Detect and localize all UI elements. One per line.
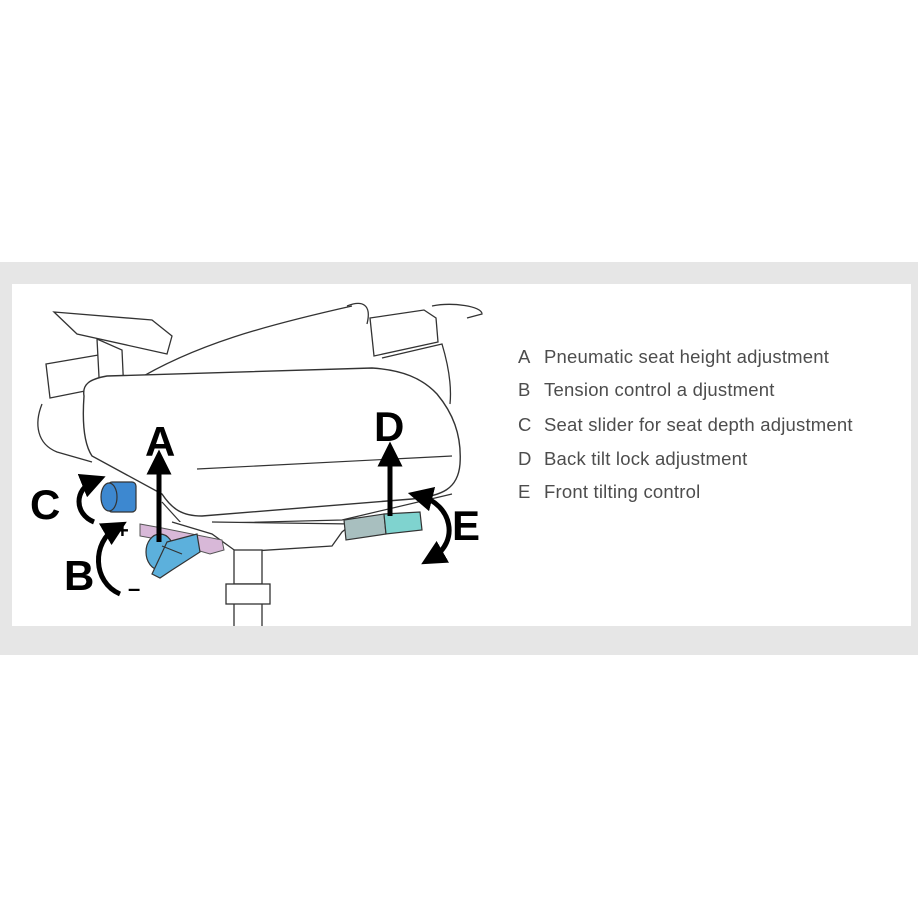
backrest-outline [126, 305, 353, 387]
callout-e: E [452, 502, 480, 549]
legend-key: D [518, 448, 532, 469]
legend-text: Front tilting control [544, 481, 701, 502]
c-knob [100, 481, 137, 513]
gas-cylinder [225, 549, 271, 626]
legend-item-d: D Back tilt lock adjustment [518, 448, 747, 470]
diagram-card: A D C B + – E A Pneumatic seat height adj… [12, 284, 911, 626]
backrest-right [431, 303, 483, 319]
seat-seam [196, 455, 453, 470]
e-rotation-arrow [407, 486, 452, 565]
b-knob [145, 533, 201, 579]
legend-key: C [518, 414, 532, 435]
legend-text: Pneumatic seat height adjustment [544, 346, 830, 367]
callout-a: A [145, 418, 175, 465]
backrest-top [346, 302, 369, 325]
legend-item-e: E Front tilting control [518, 481, 700, 503]
legend-item-a: A Pneumatic seat height adjustment [518, 346, 829, 368]
b-plus-sign: + [116, 518, 129, 543]
seat-base [161, 493, 453, 525]
right-armrest [369, 309, 452, 405]
c-rotation-arrow [76, 474, 106, 525]
b-rotation-arrow [96, 521, 127, 597]
legend-text: Tension control a djustment [544, 379, 775, 400]
legend-text: Back tilt lock adjustment [544, 448, 748, 469]
legend-key: E [518, 481, 531, 502]
callout-b: B [64, 552, 94, 599]
legend-item-c: C Seat slider for seat depth adjustment [518, 414, 853, 436]
legend-text: Seat slider for seat depth adjustment [544, 414, 853, 435]
legend-key: B [518, 379, 531, 400]
chair-diagram: A D C B + – E [30, 302, 483, 626]
b-minus-sign: – [128, 576, 140, 601]
seat-cushion [82, 367, 461, 517]
legend-item-b: B Tension control a djustment [518, 379, 775, 401]
legend-key: A [518, 346, 531, 367]
callout-d: D [374, 403, 404, 450]
callout-c: C [30, 481, 60, 528]
